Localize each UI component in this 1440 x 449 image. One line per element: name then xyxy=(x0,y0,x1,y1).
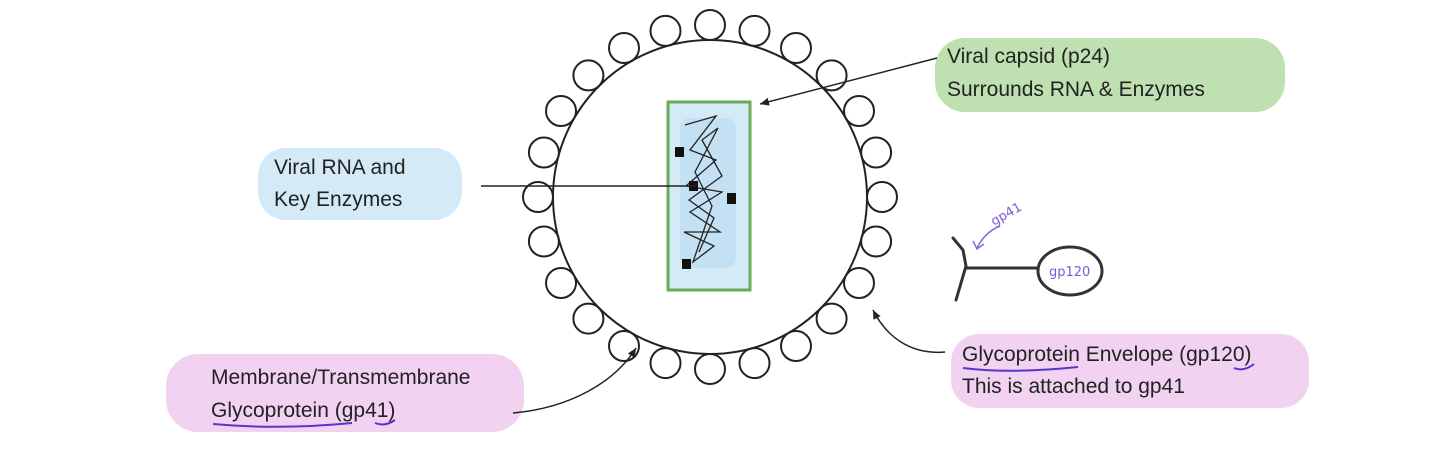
envelope-spike xyxy=(545,267,577,299)
viral-envelope xyxy=(552,39,868,355)
gp41-note-arrow xyxy=(976,225,1001,249)
membrane-label-highlight xyxy=(166,354,524,432)
envelope-label-highlight-word: Glycoprotein xyxy=(962,343,1080,366)
envelope-spike xyxy=(694,353,726,385)
rna-label-line2: Key Enzymes xyxy=(274,188,402,211)
membrane-label-rest: (gp41) xyxy=(329,399,396,422)
envelope-label-rest: Envelope (gp120) xyxy=(1080,343,1252,366)
envelope-spike xyxy=(545,95,577,127)
membrane-underline xyxy=(212,422,353,428)
envelope-spike xyxy=(860,136,893,169)
gp120-knob xyxy=(1036,245,1104,297)
capsid-label-line1: Viral capsid (p24) xyxy=(947,45,1110,68)
envelope-spike xyxy=(860,225,893,258)
capsid-pointer-arrow xyxy=(759,57,938,106)
envelope-spike xyxy=(572,59,605,92)
capsid-label-line2: Surrounds RNA & Enzymes xyxy=(947,78,1205,101)
envelope-label-line1: Glycoprotein Envelope (gp120) xyxy=(962,343,1252,366)
gp41-underline xyxy=(374,419,396,426)
envelope-spike xyxy=(527,225,560,258)
envelope-label-highlight xyxy=(951,334,1309,408)
envelope-spike xyxy=(866,181,898,213)
enzyme-marker xyxy=(727,193,736,204)
envelope-label-line2: This is attached to gp41 xyxy=(962,375,1185,398)
envelope-spike xyxy=(649,14,682,47)
viral-rna-strand xyxy=(683,114,724,264)
envelope-spike xyxy=(780,330,812,362)
membrane-label-line2: Glycoprotein (gp41) xyxy=(211,399,395,422)
gp41-note: gp41 xyxy=(989,200,1025,230)
envelope-spike xyxy=(738,347,771,380)
envelope-spike xyxy=(738,14,771,47)
envelope-spike xyxy=(815,302,848,335)
envelope-spike xyxy=(780,32,812,64)
envelope-spike xyxy=(527,136,560,169)
membrane-label-line1: Membrane/Transmembrane xyxy=(211,366,471,389)
rna-label-line1: Viral RNA and xyxy=(274,156,406,179)
membrane-label-highlight-word: Glycoprotein xyxy=(211,399,329,422)
gp120-note: gp120 xyxy=(1049,265,1090,280)
gp120-underline xyxy=(1233,363,1255,371)
envelope-spike xyxy=(843,95,875,127)
envelope-pointer-arrow xyxy=(872,309,946,354)
enzyme-marker xyxy=(675,147,684,157)
envelope-spike xyxy=(649,347,682,380)
envelope-underline xyxy=(962,366,1079,372)
envelope-spike xyxy=(843,267,875,299)
membrane-pointer-arrow xyxy=(512,347,637,414)
rna-label-highlight xyxy=(258,148,462,220)
envelope-spike xyxy=(694,9,726,41)
envelope-spike xyxy=(572,302,605,335)
gp41-note-arrowhead xyxy=(972,240,985,251)
capsid-core-shading xyxy=(680,118,736,268)
envelope-spike xyxy=(608,32,640,64)
gp41-stalk xyxy=(951,236,968,302)
capsid-label-highlight xyxy=(935,38,1285,112)
enzyme-marker xyxy=(682,259,691,269)
